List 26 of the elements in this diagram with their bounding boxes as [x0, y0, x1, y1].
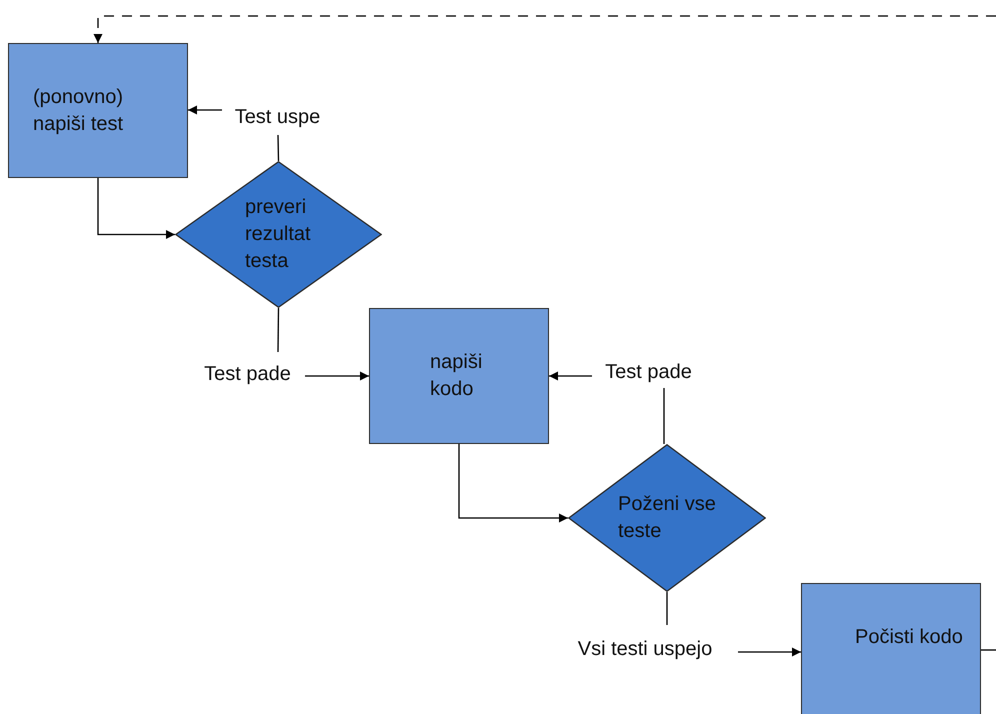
process-box [801, 583, 981, 714]
node-label: (ponovno) napiši test [33, 85, 124, 137]
process-box [369, 308, 549, 444]
branch-label: Vsi testi uspejo [552, 625, 738, 672]
branch-label: Test pade [190, 352, 305, 396]
connector-line [666, 592, 668, 625]
node-label: Poženi vse teste [618, 492, 717, 544]
connector-line [277, 134, 280, 162]
arrow [305, 372, 369, 380]
branch-label: Test pade [592, 356, 705, 388]
connector-line [277, 308, 280, 352]
node-label: preveri rezultat testa [245, 195, 312, 274]
node-label: napiši kodo [430, 350, 484, 402]
decision-diamond [175, 161, 382, 308]
node-label: Počisti kodo [855, 625, 964, 650]
decision-diamond [568, 444, 766, 592]
arrow [188, 106, 222, 114]
arrow [94, 15, 996, 43]
arrow [458, 444, 568, 522]
branch-label: Test uspe [222, 98, 333, 135]
connector-line [663, 388, 665, 444]
arrow [738, 648, 801, 656]
connector-line [981, 649, 996, 651]
arrow [97, 178, 175, 239]
process-box [8, 43, 188, 178]
arrow [549, 372, 592, 380]
